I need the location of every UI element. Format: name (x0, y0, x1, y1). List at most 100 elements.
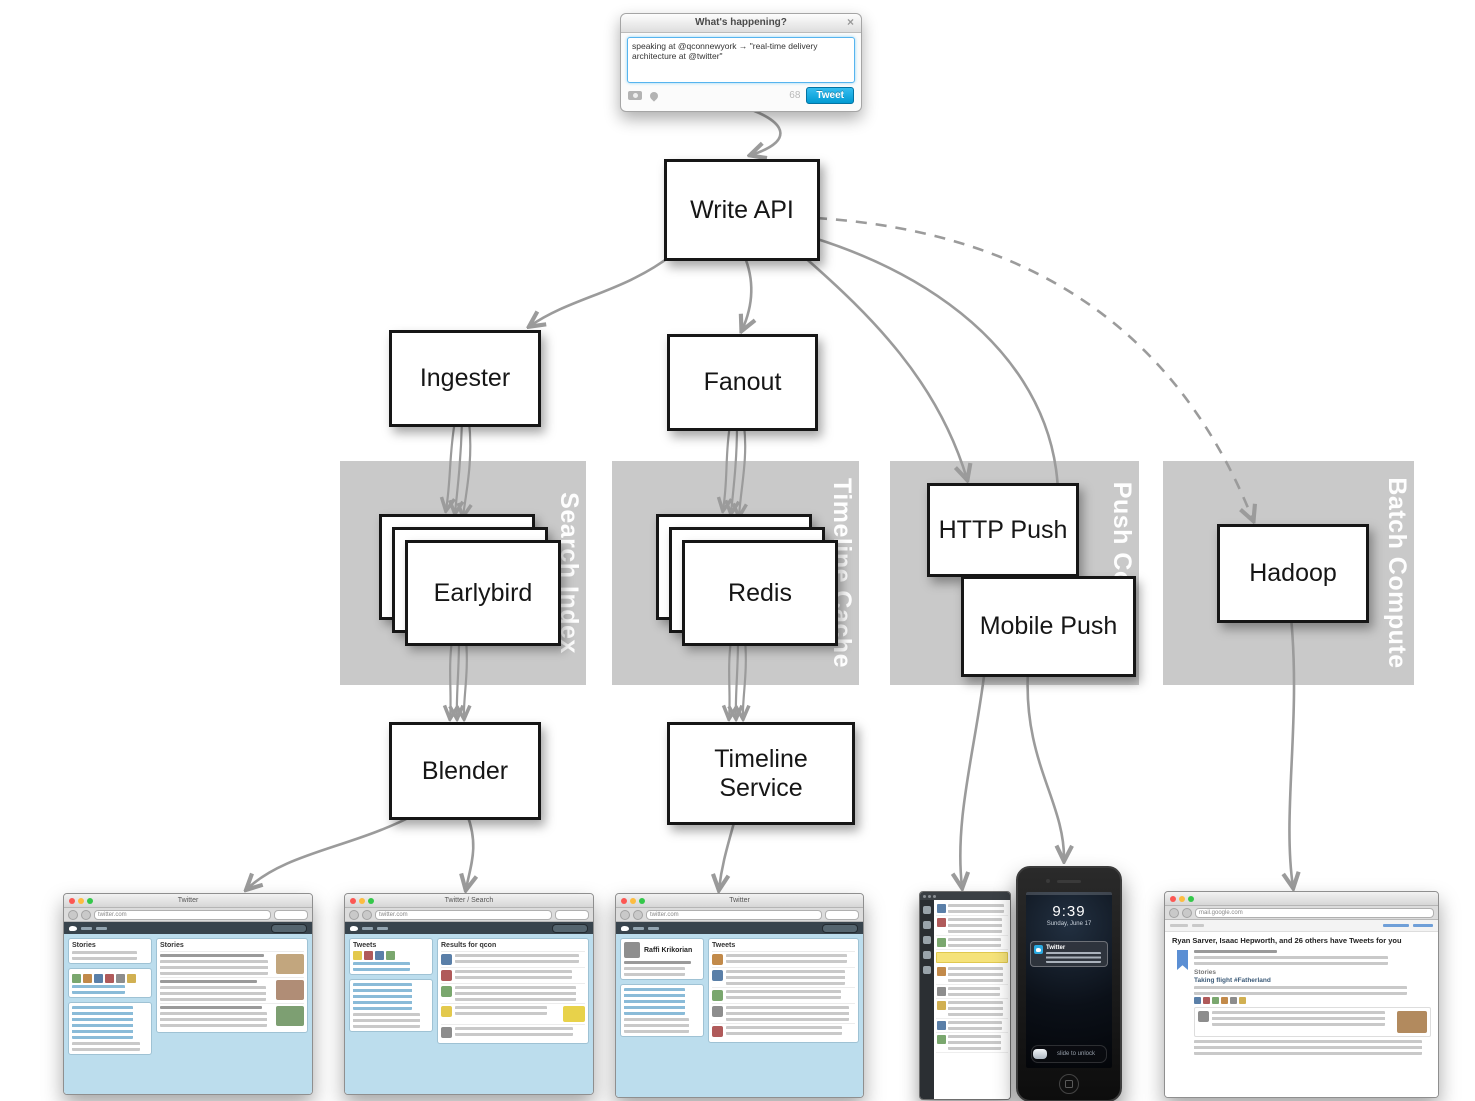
email-content: Stories Taking flight #Fatherland (1194, 950, 1431, 1055)
browser4-page: Ryan Sarver, Isaac Hepworth, and 26 othe… (1165, 920, 1438, 1097)
avatar-grid (1194, 997, 1431, 1004)
tweet-row (441, 983, 585, 1003)
tweet-text (726, 1006, 855, 1021)
avatar (127, 974, 136, 983)
story-row (160, 951, 304, 977)
close-window-icon (69, 897, 75, 904)
text-line-placeholder (160, 1012, 268, 1027)
story-image (276, 954, 304, 974)
avatar-grid (353, 951, 429, 960)
story-row (160, 1003, 304, 1029)
compose-window-title: What's happening? (695, 17, 787, 29)
twitter-page-body: Tweets (345, 934, 593, 1094)
browser3-page: Raffi Krikorian Tweets (616, 922, 863, 1097)
left-heading: Tweets (353, 942, 377, 949)
node-write-api: Write API (664, 159, 820, 261)
twitter-navbar (64, 922, 312, 934)
avatar (386, 951, 395, 960)
left-column: Raffi Krikorian (620, 938, 704, 1093)
text-line-placeholder (72, 951, 137, 960)
front-camera (1046, 879, 1050, 883)
link-line-placeholder (72, 985, 126, 994)
story-title: Taking flight #Fatherland (1194, 977, 1271, 984)
camera-icon[interactable] (628, 91, 642, 101)
story-text (160, 980, 273, 1001)
mail-toolbar (1165, 920, 1438, 932)
embedded-tweet (1194, 1007, 1431, 1037)
search-field (555, 909, 589, 920)
stack-redis: Redis (656, 514, 838, 646)
text-line-placeholder (160, 960, 269, 975)
left-column: Tweets (349, 938, 433, 1090)
highlighted-tweet (936, 952, 1008, 963)
app-title-bar (920, 892, 1010, 900)
close-window-icon (1170, 895, 1176, 902)
text-line-placeholder (1194, 1040, 1422, 1055)
browser4-screenshot: mail.google.com Ryan Sarver, Isaac Hepwo… (1164, 891, 1439, 1098)
browser1-screenshot: Twitter twitter.com Stories (63, 893, 313, 1095)
back-icon (349, 909, 359, 920)
me-icon (923, 951, 931, 959)
lock-screen: 9:39 Sunday, June 17 Twitter slide to un… (1026, 892, 1112, 1068)
text-line-placeholder (948, 918, 1003, 933)
close-icon[interactable]: × (846, 15, 854, 29)
text-line-placeholder (455, 970, 572, 979)
tweet-compose-window: What's happening? × speaking at @qconnew… (620, 13, 862, 112)
tweet-text (455, 970, 585, 979)
twitter-bird-icon (350, 925, 358, 931)
tweet-input[interactable]: speaking at @qconnewyork → "real-time de… (627, 36, 855, 83)
twitter-navbar (616, 922, 863, 934)
avatar (712, 1026, 723, 1037)
home-icon (923, 906, 931, 914)
tweet-row (936, 985, 1008, 999)
minimize-window-icon (630, 897, 636, 904)
avatar (937, 967, 946, 976)
avatar (1203, 997, 1210, 1004)
browser1-page: Stories (64, 922, 312, 1094)
twitter-search-box (822, 923, 858, 933)
twitter-page-body: Stories (64, 934, 312, 1094)
node-mobile-push: Mobile Push (961, 576, 1136, 677)
tweet-row (712, 1023, 855, 1039)
node-hadoop: Hadoop (1217, 524, 1369, 623)
story-row (160, 977, 304, 1003)
text-line-placeholder (624, 967, 685, 976)
browser1-title-bar: Twitter (64, 894, 312, 908)
avatar (937, 987, 946, 996)
twitter-bird-icon (621, 925, 629, 931)
story-text (160, 954, 273, 975)
compose-title-bar: What's happening? × (621, 14, 861, 33)
search-results-card: Results for qcon (437, 938, 589, 1044)
app-body (920, 900, 1010, 1099)
status-bar (1026, 892, 1112, 895)
avatar (1239, 997, 1246, 1004)
text-line-placeholder (948, 987, 1000, 996)
twitter-mobile-app-screenshot (919, 891, 1011, 1100)
text-line-placeholder (455, 986, 576, 1001)
tweet-row (441, 951, 585, 967)
avatar (116, 974, 125, 983)
avatar-grid (72, 974, 148, 983)
sender-placeholder (1194, 950, 1277, 953)
window-dot (928, 894, 931, 898)
forward-icon (1182, 907, 1192, 918)
story-image (276, 1006, 304, 1026)
tweet-text (726, 970, 855, 985)
email-digest: Ryan Sarver, Isaac Hepworth, and 26 othe… (1165, 920, 1438, 1097)
browser3-title-bar: Twitter (616, 894, 863, 908)
tweet-row (712, 987, 855, 1003)
stats-placeholder (624, 961, 691, 964)
tweet-button[interactable]: Tweet (806, 87, 854, 105)
main-heading: Results for qcon (441, 942, 497, 949)
compose-toolbar: 68 Tweet (621, 85, 861, 111)
avatar (712, 990, 723, 1001)
forward-icon (81, 909, 91, 920)
location-pin-icon[interactable] (648, 90, 660, 102)
tweet-row (936, 916, 1008, 936)
stories-nav-card: Stories (68, 938, 152, 964)
text-line-placeholder (948, 1001, 1003, 1016)
tweets-card: Tweets (708, 938, 859, 1043)
avatar (937, 1035, 946, 1044)
avatar (72, 974, 81, 983)
text-line-placeholder (455, 954, 579, 963)
